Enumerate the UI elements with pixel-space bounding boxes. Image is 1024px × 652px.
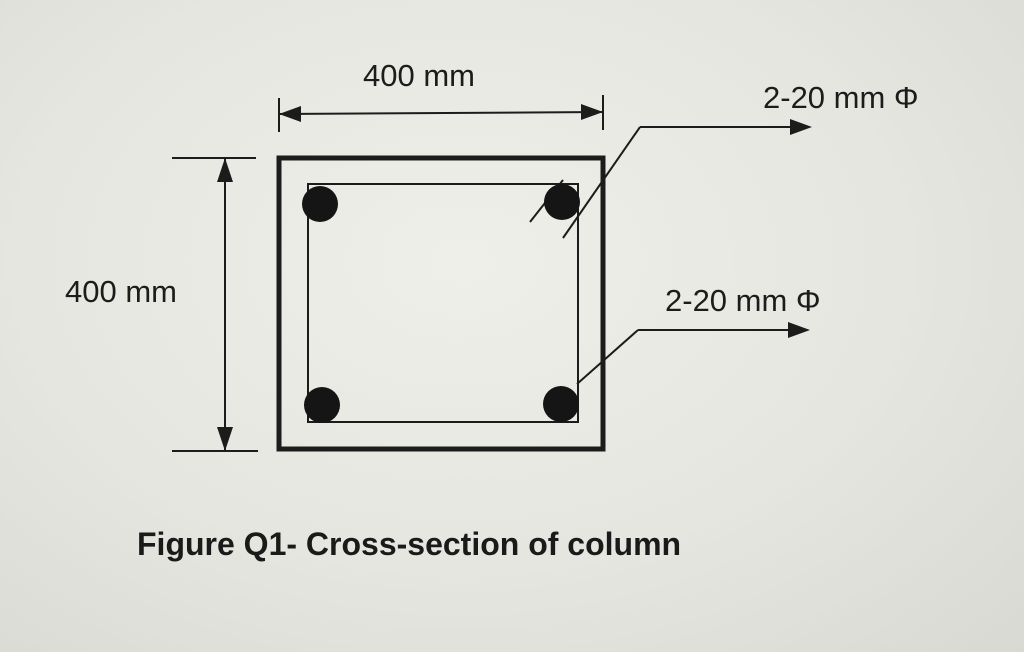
stirrup-tie [307, 183, 579, 423]
height-arrowhead-top [217, 158, 233, 182]
width-dimension [278, 95, 604, 132]
height-dimension [172, 157, 258, 452]
width-dimension-line [278, 111, 604, 115]
bottom-bars-leader [576, 322, 810, 385]
height-arrowhead-bottom [217, 427, 233, 451]
rebar-top-left [302, 186, 338, 222]
height-label: 400 mm [65, 274, 177, 309]
bottom-bars-callout: 2-20 mm Φ [665, 283, 821, 318]
width-label: 400 mm [363, 58, 475, 93]
width-arrowhead-right [581, 104, 603, 120]
top-bars-leader [562, 119, 812, 239]
top-bars-callout: 2-20 mm Φ [763, 80, 919, 115]
width-arrowhead-left [279, 106, 301, 122]
top-leader-diagonal [562, 126, 641, 239]
rebar-bottom-right [543, 386, 579, 422]
bottom-leader-arrowhead [788, 322, 810, 338]
top-leader-arrowhead [790, 119, 812, 135]
figure-caption: Figure Q1- Cross-section of column [137, 526, 682, 562]
rebar-top-right [544, 184, 580, 220]
column-outline [276, 155, 606, 452]
rebar-bottom-left [304, 387, 340, 423]
bottom-leader-diagonal [576, 329, 639, 385]
